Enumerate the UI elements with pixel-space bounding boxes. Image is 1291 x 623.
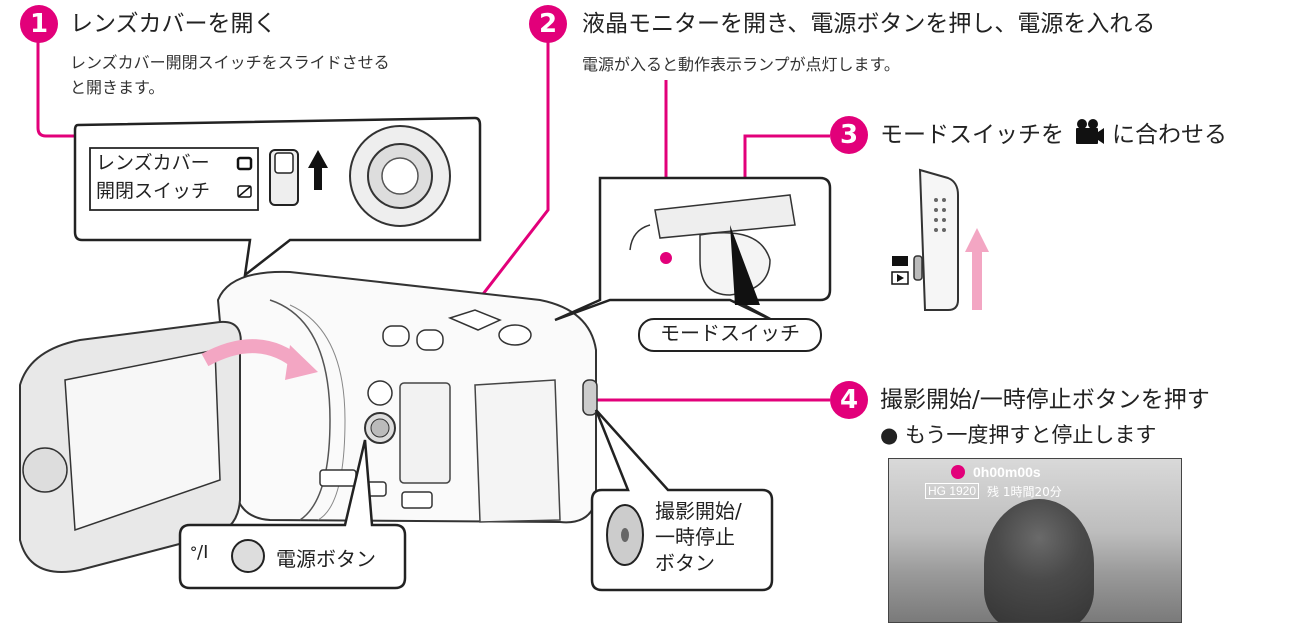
lens-switch-label-line1: レンズカバー bbox=[96, 152, 210, 174]
step-4-bullet: ● もう一度押すと停止します bbox=[880, 423, 1157, 447]
step-4-title: 撮影開始/一時停止ボタンを押す bbox=[880, 387, 1210, 413]
step-3-badge: 3 bbox=[830, 116, 868, 154]
power-button-icon bbox=[231, 539, 265, 573]
step-1-title: レンズカバーを開く bbox=[70, 11, 277, 37]
movie-camera-icon bbox=[1076, 119, 1104, 144]
step-2-title: 液晶モニターを開き、電源ボタンを押し、電源を入れる bbox=[582, 11, 1156, 37]
camcorder-illustration bbox=[19, 270, 598, 573]
step-2-desc: 電源が入ると動作表示ランプが点灯します。 bbox=[582, 55, 900, 74]
step-3-title-before: モードスイッチを bbox=[880, 122, 1064, 148]
power-lamp-icon bbox=[660, 252, 672, 264]
remaining-time: 残 1時間20分 bbox=[987, 485, 1062, 499]
lens-closed-icon bbox=[237, 185, 252, 198]
step-2-badge: 2 bbox=[529, 5, 567, 43]
up-arrow-icon bbox=[308, 150, 328, 190]
step-3-title-after: に合わせる bbox=[1112, 122, 1227, 148]
record-label-line2: 一時停止 bbox=[655, 525, 735, 549]
child-photo bbox=[984, 499, 1094, 622]
power-symbol: ᐤ/I bbox=[190, 542, 209, 563]
step-1-badge: 1 bbox=[20, 5, 58, 43]
step-1-desc-line2: と開きます。 bbox=[70, 78, 165, 97]
lcd-preview: 0h00m00s HG 1920 残 1時間20分 bbox=[888, 458, 1182, 623]
record-label-line1: 撮影開始/ bbox=[655, 499, 742, 523]
power-button-label: 電源ボタン bbox=[276, 547, 376, 571]
step-1-desc-line1: レンズカバー開閉スイッチをスライドさせる bbox=[70, 53, 390, 72]
record-label-line3: ボタン bbox=[655, 551, 715, 575]
lens-open-icon bbox=[236, 156, 253, 171]
mode-switch-callout: モードスイッチ bbox=[638, 318, 822, 352]
mode-switch-illustration bbox=[891, 168, 989, 311]
lens-switch-label-line2: 開閉スイッチ bbox=[96, 180, 211, 202]
record-time: 0h00m00s bbox=[973, 464, 1041, 480]
step-4-badge: 4 bbox=[830, 381, 868, 419]
quality-indicator: HG 1920 bbox=[925, 483, 980, 499]
record-dot-icon bbox=[951, 465, 965, 479]
